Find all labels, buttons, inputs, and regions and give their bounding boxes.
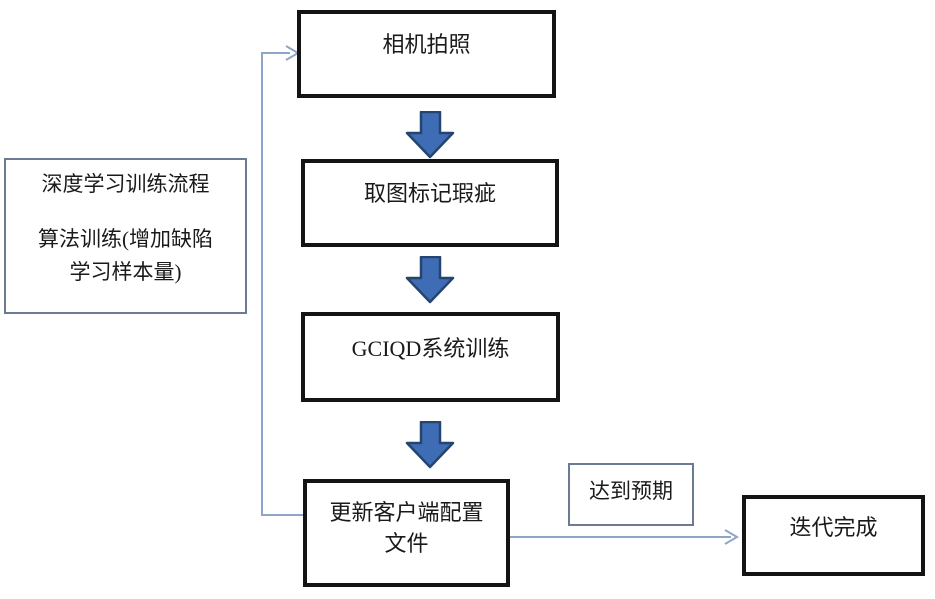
- node-system-training: GCIQD系统训练: [301, 312, 560, 402]
- node-update-config-line2: 文件: [384, 531, 429, 556]
- note-line3: 学习样本量): [69, 260, 182, 284]
- block-arrow-down-icon: [405, 421, 455, 469]
- node-camera: 相机拍照: [297, 10, 556, 98]
- edge-label-expectation: 达到预期: [568, 463, 694, 526]
- node-mark-defects: 取图标记瑕疵: [301, 159, 559, 247]
- node-update-config: 更新客户端配置 文件: [303, 479, 510, 587]
- arrow-right-icon: [724, 529, 739, 545]
- node-system-training-label: GCIQD系统训练: [351, 336, 510, 361]
- node-mark-defects-label: 取图标记瑕疵: [363, 181, 496, 206]
- node-iteration-done: 迭代完成: [742, 495, 925, 576]
- note-line2: 算法训练(增加缺陷: [38, 227, 213, 251]
- node-camera-label: 相机拍照: [382, 32, 471, 57]
- node-iteration-done-label: 迭代完成: [789, 515, 878, 540]
- block-arrow-down-icon: [405, 256, 455, 304]
- note-training-process: 深度学习训练流程 算法训练(增加缺陷 学习样本量): [4, 158, 247, 314]
- feedback-connector: [261, 45, 303, 516]
- block-arrow-down-icon: [405, 111, 455, 159]
- edge-label-expectation-text: 达到预期: [589, 479, 673, 503]
- node-update-config-line1: 更新客户端配置: [329, 500, 484, 525]
- note-blank-line: [6, 201, 245, 223]
- result-connector: [510, 529, 739, 545]
- note-line1: 深度学习训练流程: [41, 172, 210, 196]
